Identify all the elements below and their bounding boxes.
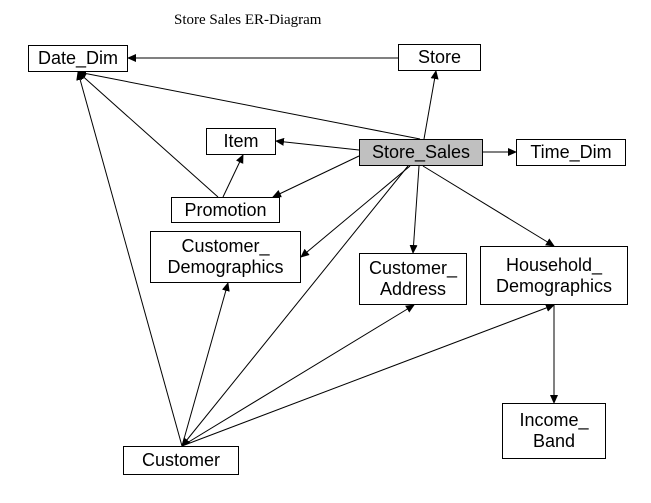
relationship-arrow-promotion-to-item xyxy=(222,154,244,198)
entity-item[interactable]: Item xyxy=(206,128,276,155)
entity-label: Customer xyxy=(141,450,221,470)
entity-label: Income_ Band xyxy=(519,410,589,451)
entity-label: Household_ Demographics xyxy=(495,254,613,296)
entity-time-dim[interactable]: Time_Dim xyxy=(516,139,626,166)
entity-store[interactable]: Store xyxy=(398,44,481,71)
entity-label: Customer_ Address xyxy=(368,258,458,299)
entity-household-demographics[interactable]: Household_ Demographics xyxy=(480,246,628,305)
relationship-arrow-customer-to-customer-demographics xyxy=(181,282,230,447)
relationship-arrow-store-sales-to-promotion xyxy=(272,155,360,198)
entity-customer-demographics[interactable]: Customer_ Demographics xyxy=(150,231,301,283)
entity-label: Customer_ Demographics xyxy=(167,236,284,277)
entity-customer-address[interactable]: Customer_ Address xyxy=(359,253,467,305)
relationship-arrow-store-sales-to-item xyxy=(275,137,360,151)
entity-store-sales[interactable]: Store_Sales xyxy=(359,139,483,166)
entity-label: Store_Sales xyxy=(371,142,471,162)
entity-date-dim[interactable]: Date_Dim xyxy=(28,45,128,72)
entity-label: Date_Dim xyxy=(37,48,119,68)
entity-label: Promotion xyxy=(184,199,267,220)
relationship-arrow-store-sales-to-customer-demographics xyxy=(300,165,411,258)
relationship-arrow-customer-to-household-demographics xyxy=(181,304,555,447)
relationship-arrow-store-sales-to-store xyxy=(423,70,439,140)
relationship-arrow-customer-to-customer-address xyxy=(181,304,415,447)
entity-income-band[interactable]: Income_ Band xyxy=(502,403,606,459)
relationship-arrow-promotion-to-date-dim xyxy=(77,71,219,198)
relationship-arrow-store-sales-to-household-demographics xyxy=(422,165,555,247)
relationship-arrow-store-sales-to-customer-address xyxy=(409,165,420,254)
relationship-arrow-customer-to-date-dim xyxy=(76,71,183,447)
entity-promotion[interactable]: Promotion xyxy=(171,197,280,223)
diagram-title: Store Sales ER-Diagram xyxy=(174,12,322,28)
relationship-arrow-store-sales-to-date-dim xyxy=(77,69,421,140)
entity-customer[interactable]: Customer xyxy=(123,446,239,475)
entity-label: Store xyxy=(417,47,462,67)
relationship-arrow-store-sales-to-customer xyxy=(181,165,409,447)
entity-label: Item xyxy=(223,131,259,151)
entity-label: Time_Dim xyxy=(530,142,612,162)
